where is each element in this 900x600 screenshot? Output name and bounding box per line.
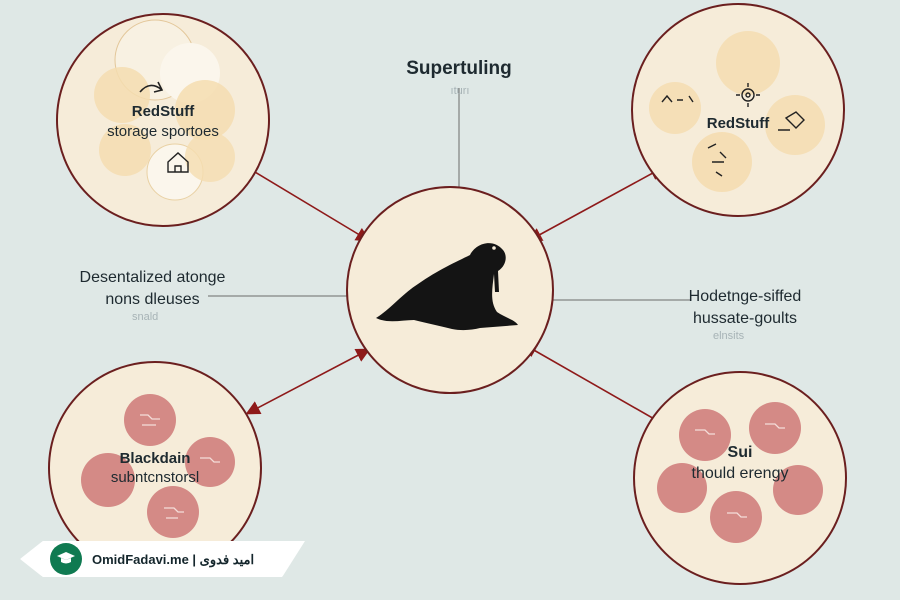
circuit-icon: [200, 457, 220, 463]
circuit-icon: [765, 423, 785, 429]
watermark-text: OmidFadavi.me | امید فدوی: [92, 552, 255, 567]
left-side-hint: snald: [132, 311, 159, 323]
circuit-icon: [164, 507, 184, 519]
right-side-label: Hodetnge-siffed hussate-goults: [650, 288, 840, 328]
node-center: [346, 186, 554, 394]
connector-bottom-left: [245, 348, 371, 415]
connectors: [208, 88, 690, 430]
node-top-right: [631, 3, 845, 217]
right-side-line1: Hodetnge-siffed: [688, 288, 802, 305]
circuit-icon: [140, 414, 160, 426]
diagram-title: Supertuling: [406, 58, 512, 79]
signal-icon: [661, 94, 694, 103]
connector-top-left: [232, 158, 371, 242]
circuit-icon: [727, 512, 747, 518]
right-side-hint: elnsits: [713, 330, 745, 342]
left-side-label: Desentalized atonge nons dleuses: [45, 269, 260, 309]
bottom-left-label: Blackdain subntcnstorsl: [65, 450, 245, 486]
bottom-right-label-line1: Sui: [727, 444, 753, 461]
connector-bottom-right: [522, 343, 673, 430]
top-left-label-line2: storage sportoes: [107, 123, 219, 140]
target-icon: [736, 83, 760, 107]
curved-arrow-icon: [139, 81, 164, 93]
top-left-label: RedStuff storage sportoes: [68, 103, 258, 140]
left-side-line1: Desentalized atonge: [79, 269, 226, 286]
left-side-line2: nons dleuses: [105, 291, 200, 308]
top-left-label-line1: RedStuff: [131, 103, 195, 120]
house-icon: [167, 152, 189, 173]
node-top-left: [56, 13, 270, 227]
top-right-label: RedStuff: [706, 115, 770, 132]
bottom-left-label-line2: subntcnstorsl: [110, 469, 200, 486]
node-icon: [778, 111, 805, 131]
connector-top-right: [527, 166, 665, 242]
bottom-right-label-line2: thould erengy: [691, 465, 789, 482]
bottom-right-label: Sui thould erengy: [655, 444, 825, 483]
diagram-subtitle: ıturı: [450, 85, 470, 97]
walrus-icon: [376, 243, 518, 331]
right-side-line2: hussate-goults: [692, 310, 798, 327]
graduation-cap-icon: [50, 543, 82, 575]
node-bottom-right: [633, 371, 847, 585]
node-bottom-left: [48, 361, 262, 575]
bottom-left-label-line1: Blackdain: [119, 450, 191, 467]
cluster-icon: [707, 143, 727, 177]
circuit-icon: [695, 429, 715, 435]
